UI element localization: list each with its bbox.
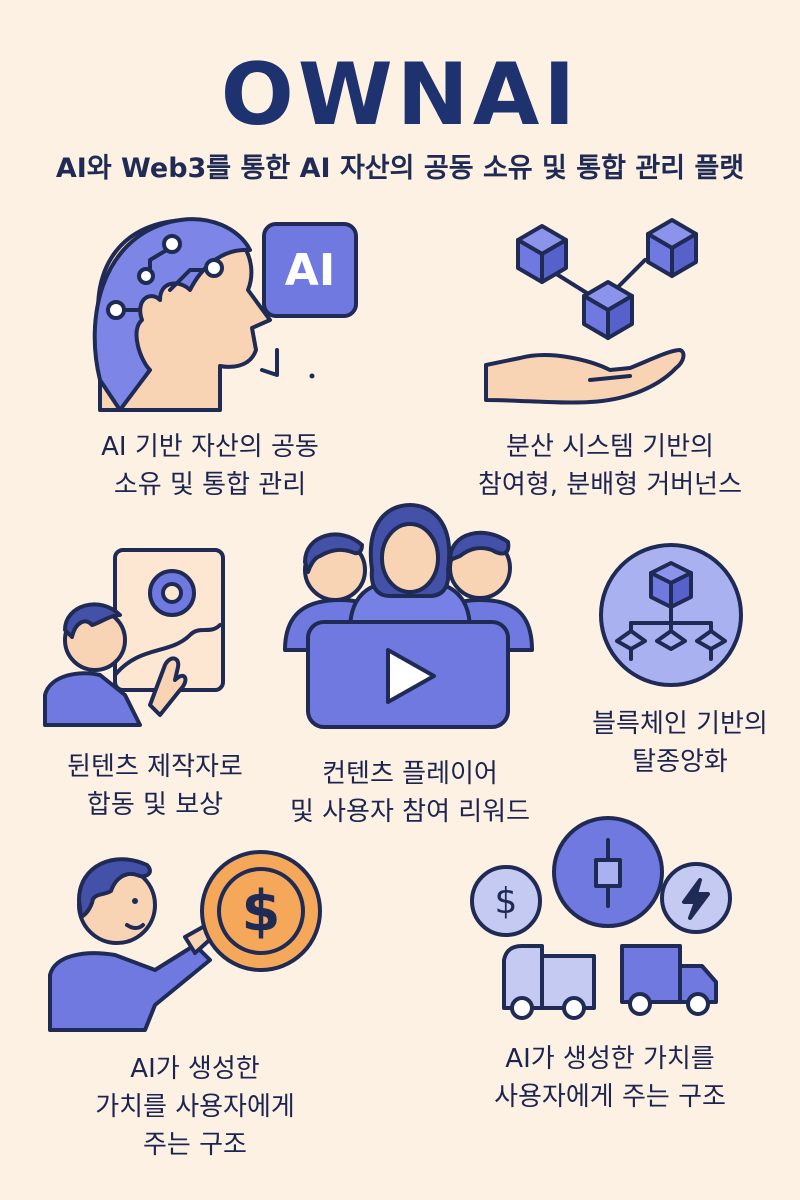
page-title: OWNAI xyxy=(220,45,580,145)
feature-caption-creator: 뒨텐츠 제작자로 합동 및 보상 xyxy=(67,752,243,820)
decentralization-illustration xyxy=(599,543,743,687)
feature-caption-governance: 분산 시스템 기반의 참여형, 분배형 거버넌스 xyxy=(478,432,742,500)
dollar-coin-icon: $ xyxy=(200,850,322,972)
content-player-illustration xyxy=(283,503,534,729)
creator-illustration xyxy=(43,548,225,727)
ai-badge-label: AI xyxy=(284,244,336,296)
blockchain-hand-illustration xyxy=(484,218,698,405)
value-distribution-illustration xyxy=(502,816,732,1020)
small-coin-symbol: $ xyxy=(494,880,518,922)
ai-head-illustration xyxy=(92,217,315,412)
reward-illustration xyxy=(48,857,217,1032)
feature-caption-player: 컨텐츠 플레이어 및 사용자 참여 리워드 xyxy=(289,759,531,827)
feature-caption-ai-ownership: AI 기반 자산의 공동 소유 및 통합 관리 xyxy=(101,432,319,500)
feature-caption-decentralization: 블륵체인 기반의 탈종앙화 xyxy=(592,709,768,777)
dot-icon xyxy=(309,373,315,379)
feature-caption-value-right: AI가 생성한 가치를 사용자에게 주는 구조 xyxy=(494,1044,726,1112)
feature-caption-value-left: AI가 생성한 가치를 사용자에게 주는 구조 xyxy=(95,1054,295,1160)
page-subtitle: AI와 Web3를 통한 AI 자산의 공동 소유 및 통합 관리 플랫 xyxy=(55,153,745,184)
coin-symbol: $ xyxy=(241,878,281,944)
ai-badge-icon: AI xyxy=(262,222,358,318)
small-dollar-coin-icon: $ xyxy=(470,865,542,937)
